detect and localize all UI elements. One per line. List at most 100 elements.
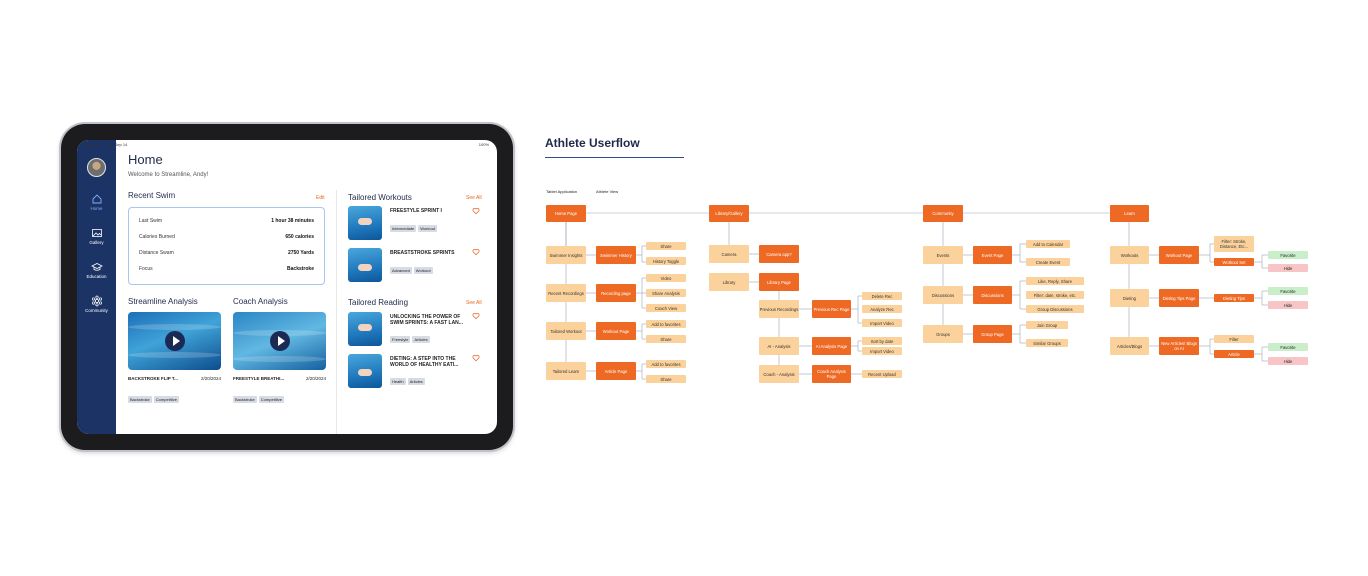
workout-thumb[interactable] bbox=[348, 206, 382, 240]
see-all-workouts-link[interactable]: See All bbox=[466, 195, 482, 201]
video-date: 2/20/2024 bbox=[200, 376, 221, 381]
home-icon bbox=[92, 194, 101, 204]
node-filter-stroke: Filter: Stroke, Distance, Etc... bbox=[1214, 236, 1254, 252]
node-articles-blogs: Articles/Blogs bbox=[1110, 337, 1149, 355]
node-discussions: Discussions bbox=[923, 286, 963, 304]
workout-title[interactable]: FREESTYLE SPRINT I bbox=[390, 208, 442, 214]
node-import-video: Import Video bbox=[862, 347, 902, 355]
tailored-reading-title: Tailored Reading bbox=[348, 298, 409, 307]
status-right: 100% bbox=[479, 142, 489, 147]
sidebar-item-home[interactable]: Home bbox=[77, 193, 116, 211]
node-coach-analysis: Coach - Analysis bbox=[759, 365, 799, 383]
node-previous-rec-page: Previous Rec Page bbox=[812, 300, 851, 318]
node-recording-page: Recording page bbox=[596, 284, 636, 302]
node-workout-page: Workout Page bbox=[1159, 246, 1199, 264]
sidebar-item-education[interactable]: Education bbox=[77, 261, 116, 279]
node-sort-by-date: Sort by date bbox=[862, 337, 902, 345]
article-thumb[interactable] bbox=[348, 354, 382, 388]
education-icon bbox=[90, 263, 103, 271]
node-hide: Hide bbox=[1268, 357, 1308, 365]
tag: Workout bbox=[418, 225, 438, 232]
swimmer-figure bbox=[358, 264, 372, 271]
edit-link[interactable]: Edit bbox=[316, 195, 325, 201]
node-workout-page: Workout Page bbox=[596, 322, 636, 340]
tag: Workout bbox=[413, 267, 433, 274]
see-all-reading-link[interactable]: See All bbox=[466, 300, 482, 306]
stat-value: Backstroke bbox=[287, 266, 314, 272]
avatar[interactable] bbox=[87, 158, 106, 177]
welcome-text: Welcome to Streamline, Andy! bbox=[128, 172, 209, 178]
node-add-to-favorites: Add to favorites bbox=[646, 320, 686, 328]
node-article: Article bbox=[1214, 350, 1254, 358]
sidebar-item-label: Gallery bbox=[89, 240, 104, 245]
node-ai-analysis-page: AI Analysis Page bbox=[812, 337, 851, 355]
tag: Advanced bbox=[390, 267, 412, 274]
favorite-heart-icon[interactable] bbox=[472, 312, 480, 320]
node-share-analysis: Share Analysis bbox=[646, 289, 686, 297]
column-divider bbox=[336, 190, 337, 434]
node-filter-date: Filter: date, stroke, etc. bbox=[1026, 291, 1084, 299]
node-swimmer-history: Swimmer History bbox=[596, 246, 636, 264]
favorite-heart-icon[interactable] bbox=[472, 354, 480, 362]
swimmer-figure bbox=[358, 369, 372, 376]
favorite-heart-icon[interactable] bbox=[472, 207, 480, 215]
node-add-to-calendar: Add to Calendar bbox=[1026, 240, 1070, 248]
workout-thumb[interactable] bbox=[348, 248, 382, 282]
stat-label: Focus bbox=[139, 266, 153, 272]
userflow-title: Athlete Userflow bbox=[545, 136, 640, 150]
node-community: Community bbox=[923, 205, 963, 222]
node-hide: Hide bbox=[1268, 301, 1308, 309]
article-title[interactable]: DIETING: A STEP INTO THE WORLD OF HEALTH… bbox=[390, 356, 459, 368]
node-video: Video bbox=[646, 274, 686, 282]
main-content: Home Welcome to Streamline, Andy! Recent… bbox=[116, 140, 497, 434]
page-title: Home bbox=[128, 152, 163, 167]
tablet-frame: 9:41 AM Tue Sep 14 100% Home Gallery Edu… bbox=[61, 122, 513, 450]
tag: Articles bbox=[407, 378, 425, 385]
node-add-to-favorites: Add to favorites bbox=[646, 360, 686, 368]
workout-title[interactable]: BREASTSTROKE SPRINTS bbox=[390, 250, 455, 256]
sidebar-item-community[interactable]: Community bbox=[77, 295, 116, 313]
node-share: Share bbox=[646, 242, 686, 250]
swimmer-figure bbox=[358, 324, 372, 331]
node-learn: Learn bbox=[1110, 205, 1149, 222]
node-dieting-tips: Dieting Tips bbox=[1214, 294, 1254, 302]
article-title[interactable]: UNLOCKING THE POWER OF SWIM SPRINTS: A F… bbox=[390, 314, 463, 326]
node-create-event: Create Event bbox=[1026, 258, 1070, 266]
node-swimmer-insights: Swimmer Insights bbox=[546, 246, 586, 264]
title-underline bbox=[545, 157, 684, 158]
node-camera: Camera bbox=[709, 245, 749, 263]
article-thumb[interactable] bbox=[348, 312, 382, 346]
sidebar-item-gallery[interactable]: Gallery bbox=[77, 227, 116, 245]
node-recent-recordings: Recent Recordings bbox=[546, 284, 586, 302]
swimmer-figure bbox=[358, 218, 372, 225]
node-import-video: Import Video bbox=[862, 319, 902, 327]
coach-video-thumb[interactable] bbox=[233, 312, 326, 370]
node-discussions-page: Discussions bbox=[973, 286, 1012, 304]
tag: Competitive bbox=[153, 396, 179, 403]
favorite-heart-icon[interactable] bbox=[472, 248, 480, 256]
node-library-gallery: Library/Gallery bbox=[709, 205, 749, 222]
streamline-video-thumb[interactable] bbox=[128, 312, 221, 370]
stat-label: Distance Swam bbox=[139, 250, 174, 256]
tag: Articles bbox=[412, 336, 430, 343]
node-previous-recordings: Previous Recordings bbox=[759, 300, 799, 318]
node-workout-set: Workout Set bbox=[1214, 258, 1254, 266]
node-recent-upload: Recent Upload bbox=[862, 370, 902, 378]
status-date: Tue Sep 14 bbox=[106, 142, 128, 147]
sidebar-item-label: Education bbox=[86, 274, 107, 279]
stat-value: 1 hour 38 minutes bbox=[271, 218, 314, 224]
play-icon[interactable] bbox=[164, 331, 185, 351]
userflow-subtitle-view: Athlete View bbox=[596, 189, 619, 194]
node-analyze-rec: Analyze Rec bbox=[862, 305, 902, 313]
tag: Backstroke bbox=[233, 396, 257, 403]
sidebar: Home Gallery Education Community bbox=[77, 140, 116, 434]
play-icon[interactable] bbox=[269, 331, 290, 351]
node-workouts: Workouts bbox=[1110, 246, 1149, 264]
node-like-reply-share: Like, Reply, Share bbox=[1026, 277, 1084, 285]
